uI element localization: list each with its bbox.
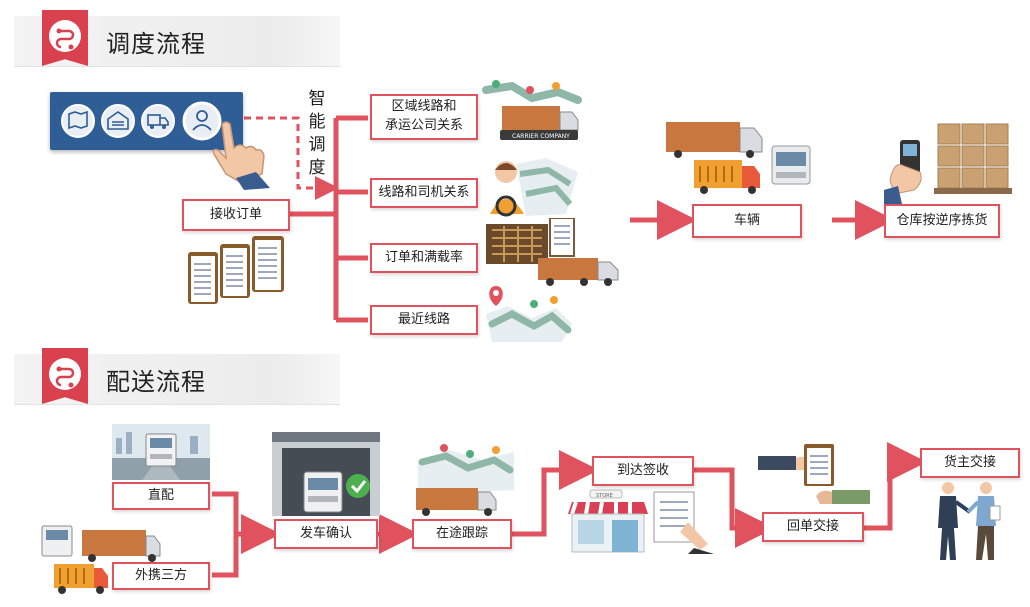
- dispatch-confirm-box: 发车确认: [274, 519, 378, 549]
- process-badge-icon: [42, 348, 88, 404]
- owner-handshake-illustration: [938, 482, 1001, 560]
- arrival-sign-box: 到达签收: [592, 456, 694, 486]
- warehouse-icon: [101, 104, 135, 138]
- dispatch-app-panel: [50, 92, 243, 150]
- delivery-section-title: 配送流程: [106, 368, 206, 396]
- receive-order-box: 接收订单: [182, 199, 290, 231]
- warehouse-picking-illustration: [884, 123, 1012, 204]
- branch-region-carrier: 区域线路和 承运公司关系: [370, 94, 478, 140]
- smart-dispatch-label: 智 能 调 度: [308, 89, 326, 178]
- dispatch-section-title: 调度流程: [106, 30, 206, 58]
- branch-route-driver: 线路和司机关系: [370, 178, 478, 208]
- vehicle-box: 车辆: [692, 204, 802, 238]
- receipt-handover-box: 回单交接: [762, 512, 864, 542]
- cargo-truck-clipboard-illustration: [486, 218, 619, 286]
- third-party-trucks-illustration: [41, 525, 161, 594]
- carrier-company-label: CARRIER COMPANY: [512, 133, 570, 140]
- process-badge-icon: [42, 10, 88, 66]
- dispatch-gate-illustration: [272, 432, 380, 516]
- hand-pointer-icon: [212, 121, 270, 190]
- direct-delivery-box: 直配: [112, 482, 210, 510]
- driver-map-illustration: [490, 158, 578, 217]
- dispatch-section-header: 调度流程: [14, 10, 340, 67]
- user-icon: [182, 101, 222, 141]
- vehicle-trucks-illustration: [666, 122, 811, 194]
- branch-nearest-route: 最近线路: [370, 305, 478, 335]
- third-party-box: 外携三方: [112, 562, 210, 590]
- in-transit-tracking-box: 在途跟踪: [412, 519, 512, 549]
- direct-delivery-illustration: [112, 424, 210, 480]
- warehouse-picking-box: 仓库按逆序拣货: [884, 204, 1000, 238]
- delivery-section-header: 配送流程: [14, 348, 340, 405]
- in-transit-map-illustration: [416, 444, 514, 516]
- owner-handover-box: 货主交接: [920, 448, 1020, 478]
- route-icon: [61, 104, 95, 138]
- order-clipboards-icon: [188, 236, 284, 304]
- store-sign-label: STORE: [596, 493, 613, 499]
- nearest-route-map-illustration: [486, 286, 572, 342]
- truck-icon: [141, 104, 175, 138]
- carrier-truck-map-illustration: CARRIER COMPANY: [482, 80, 582, 140]
- branch-order-loadrate: 订单和满载率: [370, 243, 478, 273]
- store-signing-illustration: STORE: [568, 489, 714, 554]
- receipt-handover-illustration: [758, 444, 870, 504]
